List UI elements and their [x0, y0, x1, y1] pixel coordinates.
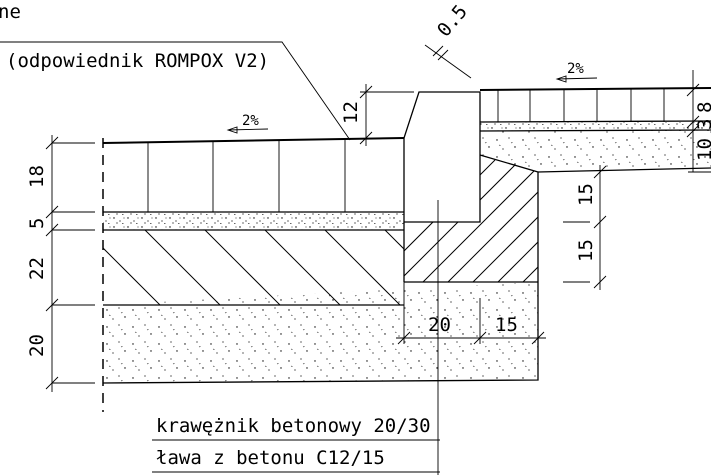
left-paver-layer: [102, 137, 405, 213]
top-label-partial: ne: [0, 1, 21, 23]
right-top-dim-8: 8: [694, 102, 711, 113]
right-sand-bed: [480, 122, 711, 131]
top-label-main: (odpowiednik ROMPOX V2): [6, 50, 269, 72]
right-slope-label: 2%: [567, 61, 584, 77]
right-side-dimensions: 15 15: [563, 165, 607, 290]
right-top-dim-10: 10: [694, 138, 711, 161]
bottom-dim-20: 20: [428, 314, 451, 336]
left-slope-label: 2%: [242, 113, 259, 129]
right-top-dim-3: 3: [694, 119, 711, 130]
left-dim-20: 20: [26, 334, 48, 357]
right-slope-indicator: 2%: [555, 61, 598, 83]
left-slope-indicator: 2%: [226, 113, 269, 134]
curb-label: krawężnik betonowy 20/30: [156, 415, 431, 437]
gap-dimension-label: 0.5: [433, 1, 472, 41]
bottom-dimensions: 20 15: [396, 282, 546, 345]
top-label-leader: [0, 41, 351, 141]
gap-dimension: 0.5: [424, 1, 472, 79]
sub-base-layer: [103, 282, 538, 383]
right-top-dimensions: 10 3 8: [686, 70, 711, 173]
left-dimension-chain: 18 5 22 20: [26, 135, 95, 392]
curb-reveal-label: 12: [340, 101, 362, 124]
bottom-dim-15: 15: [495, 314, 518, 336]
bottom-label-group: krawężnik betonowy 20/30 ława z betonu C…: [152, 200, 440, 475]
left-dim-5: 5: [26, 218, 48, 229]
left-sand-bed: [103, 212, 404, 230]
right-dim-15-upper: 15: [575, 183, 597, 206]
top-label-group: ne (odpowiednik ROMPOX V2): [0, 1, 351, 141]
left-dim-18: 18: [26, 165, 48, 188]
curb-reveal-dimension: 12: [340, 84, 414, 146]
right-dim-15-lower: 15: [575, 239, 597, 262]
right-paver-layer: [479, 87, 711, 123]
left-dim-22: 22: [26, 257, 48, 280]
bench-label: ława z betonu C12/15: [156, 447, 385, 469]
curb-stone: [403, 91, 481, 223]
right-base-layer: [480, 130, 711, 172]
